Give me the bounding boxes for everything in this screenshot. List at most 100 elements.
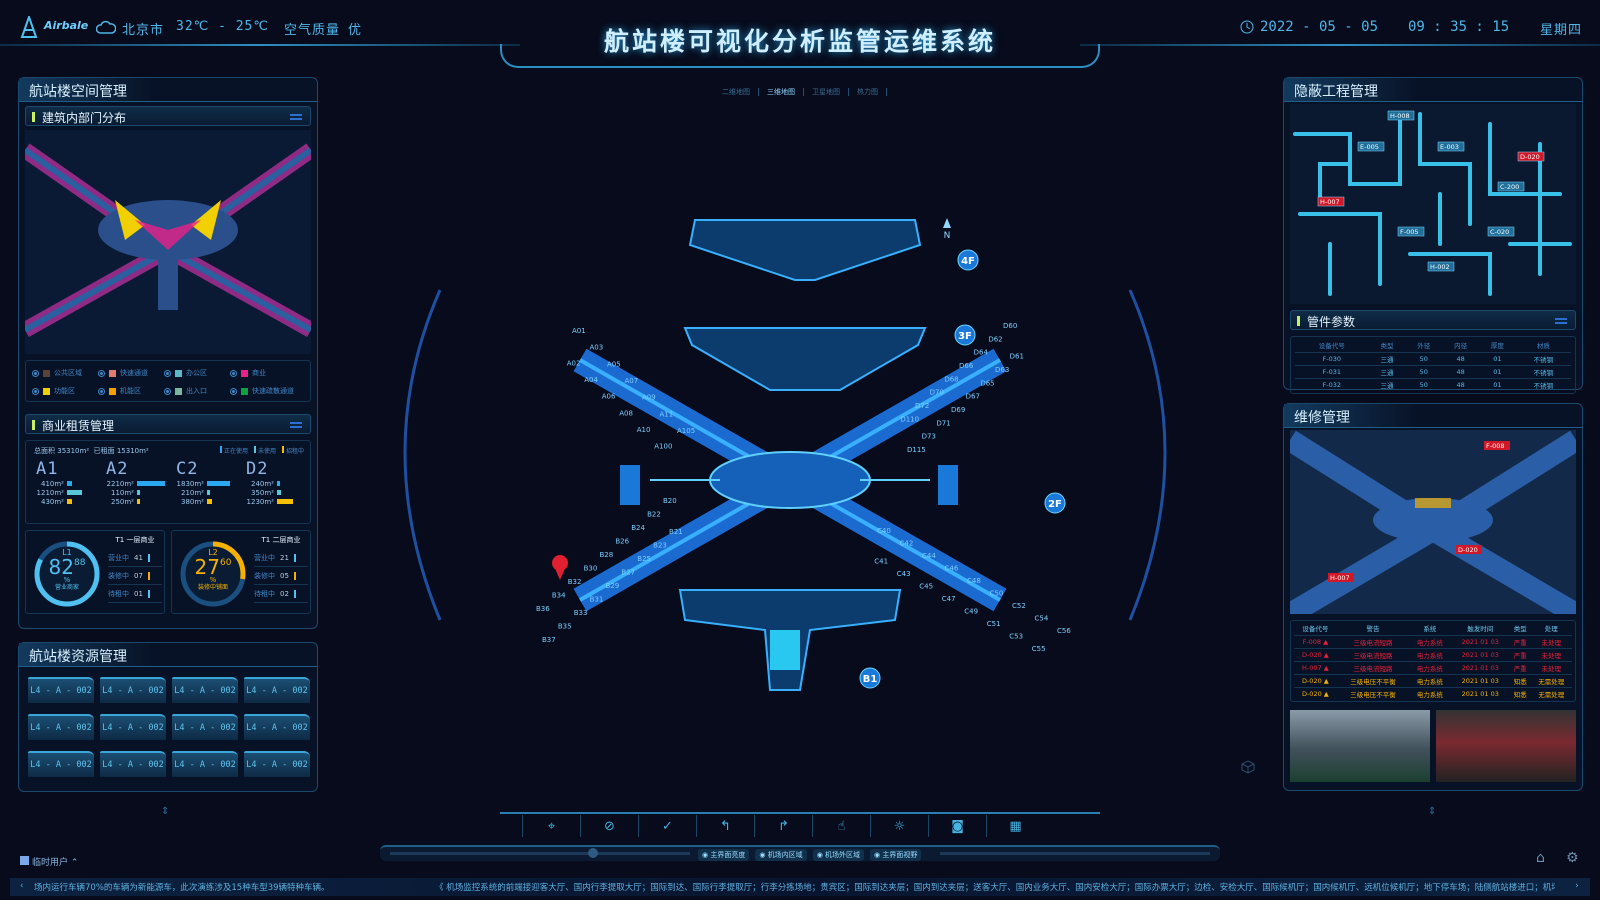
legend-item[interactable]: 公共区域 [32, 364, 98, 382]
gear-icon[interactable]: ⚙ [1566, 850, 1579, 866]
map-tab[interactable]: 热力图 [849, 88, 887, 96]
resource-folder-tile[interactable]: L4 - A - 002 [100, 714, 166, 740]
view-control-button[interactable]: ◉ 主界面亮度 [698, 849, 750, 861]
location-pin-tool-button[interactable]: ⌖ [522, 815, 580, 837]
radio-icon[interactable] [98, 369, 105, 377]
view-control-button[interactable]: ◉ 主界面视野 [870, 849, 922, 861]
view-control-button[interactable]: ◉ 机场内区域 [755, 849, 807, 861]
resource-folder-tile[interactable]: L4 - A - 002 [244, 751, 310, 777]
legend-item[interactable]: 功能区 [32, 382, 98, 400]
legend-item[interactable]: 快速通道 [98, 364, 164, 382]
user-name: 临时用户 [32, 858, 69, 868]
pipe-tag[interactable]: H-008 [1387, 110, 1415, 121]
pipe-tag[interactable]: C-020 [1487, 226, 1515, 237]
floor-badge[interactable]: 3F [954, 324, 976, 346]
radio-icon[interactable] [164, 369, 171, 377]
turn-right-tool-button[interactable]: ↱ [754, 815, 812, 837]
sun-tool-button[interactable]: ☼ [870, 815, 928, 837]
section-header-department: 建筑内部门分布 [25, 106, 311, 126]
floor-badge[interactable]: B1 [859, 667, 881, 689]
table-cell: 01 [1478, 364, 1516, 378]
slider-handle[interactable] [588, 848, 598, 858]
menu-icon[interactable] [290, 114, 302, 120]
resource-folder-tile[interactable]: L4 - A - 002 [28, 677, 94, 703]
resource-folder-tile[interactable]: L4 - A - 002 [28, 714, 94, 740]
ban-tool-button[interactable]: ⊘ [580, 815, 638, 837]
pipe-tag[interactable]: E-003 [1437, 141, 1465, 152]
resource-folder-tile[interactable]: L4 - A - 002 [172, 751, 238, 777]
layout-grid-tool-button[interactable]: ▦ [986, 815, 1044, 837]
menu-icon[interactable] [290, 422, 302, 428]
radio-icon[interactable] [230, 387, 237, 395]
home-icon[interactable]: ⌂ [1536, 850, 1545, 866]
floor-badge[interactable]: 2F [1044, 492, 1066, 514]
resource-folder-tile[interactable]: L4 - A - 002 [172, 714, 238, 740]
user-menu[interactable]: 临时用户 ⌃ [20, 855, 78, 868]
floor-badge[interactable]: 4F [957, 249, 979, 271]
legend-item[interactable]: 办公区 [164, 364, 230, 382]
pipe-tag[interactable]: D-020 [1517, 151, 1545, 162]
cube-icon[interactable] [1241, 760, 1255, 774]
resource-folder-tile[interactable]: L4 - A - 002 [244, 714, 310, 740]
repair-tag[interactable]: D-020 [1456, 545, 1482, 554]
pipe-tag[interactable]: E-005 [1357, 141, 1385, 152]
resource-folder-tile[interactable]: L4 - A - 002 [244, 677, 310, 703]
pipe-tag[interactable]: H-007 [1317, 196, 1345, 207]
repair-tag[interactable]: H-007 [1328, 573, 1354, 582]
ticker-prev-icon[interactable]: ‹ [20, 881, 24, 891]
resource-folder-tile[interactable]: L4 - A - 002 [100, 677, 166, 703]
resource-folder-tile[interactable]: L4 - A - 002 [28, 751, 94, 777]
collapse-toggle-right[interactable]: ⇕ [1428, 806, 1437, 817]
radio-icon[interactable] [98, 387, 105, 395]
legend-item[interactable]: 商业 [230, 364, 296, 382]
repair-tag[interactable]: F-008 [1484, 441, 1510, 450]
collapse-toggle-left[interactable]: ⇕ [161, 806, 170, 817]
view-slider[interactable] [940, 852, 1210, 855]
legend-item[interactable]: 机能区 [98, 382, 164, 400]
radio-icon[interactable] [230, 369, 237, 377]
view-control-button[interactable]: ◉ 机场外区域 [812, 849, 865, 861]
north-arrow-icon [943, 218, 951, 228]
camera-icon: ◙ [951, 818, 964, 834]
radio-icon[interactable] [32, 369, 39, 377]
radio-icon[interactable] [164, 387, 171, 395]
pipe-tag[interactable]: H-002 [1427, 261, 1455, 272]
table-cell: 三级电压不平衡 [1336, 686, 1410, 700]
legend-item[interactable]: 快速疏散通道 [230, 382, 296, 400]
hand-pointer-tool-button[interactable]: ☝ [812, 815, 870, 837]
radio-icon[interactable] [32, 387, 39, 395]
pipe-tag[interactable]: F-005 [1397, 226, 1425, 237]
map-tab[interactable]: 二维地图 [714, 88, 759, 96]
check-circle-tool-button[interactable]: ✓ [638, 815, 696, 837]
resource-folder-tile[interactable]: L4 - A - 002 [172, 677, 238, 703]
camera-feed-1[interactable] [1290, 710, 1430, 782]
resource-folder-tile[interactable]: L4 - A - 002 [100, 751, 166, 777]
camera-feed-2[interactable] [1436, 710, 1576, 782]
ticker-next-icon[interactable]: › [1570, 881, 1584, 891]
brightness-slider[interactable] [390, 852, 690, 855]
camera-tool-button[interactable]: ◙ [928, 815, 986, 837]
pipe-tag[interactable]: C-200 [1497, 181, 1525, 192]
map-tab[interactable]: 卫星地图 [804, 88, 849, 96]
turn-left-tool-button[interactable]: ↰ [696, 815, 754, 837]
map-tab[interactable]: 三维地图 [759, 88, 804, 96]
legend-item[interactable]: 出入口 [164, 382, 230, 400]
department-distribution-map[interactable] [25, 130, 311, 354]
menu-icon[interactable] [1555, 318, 1567, 324]
